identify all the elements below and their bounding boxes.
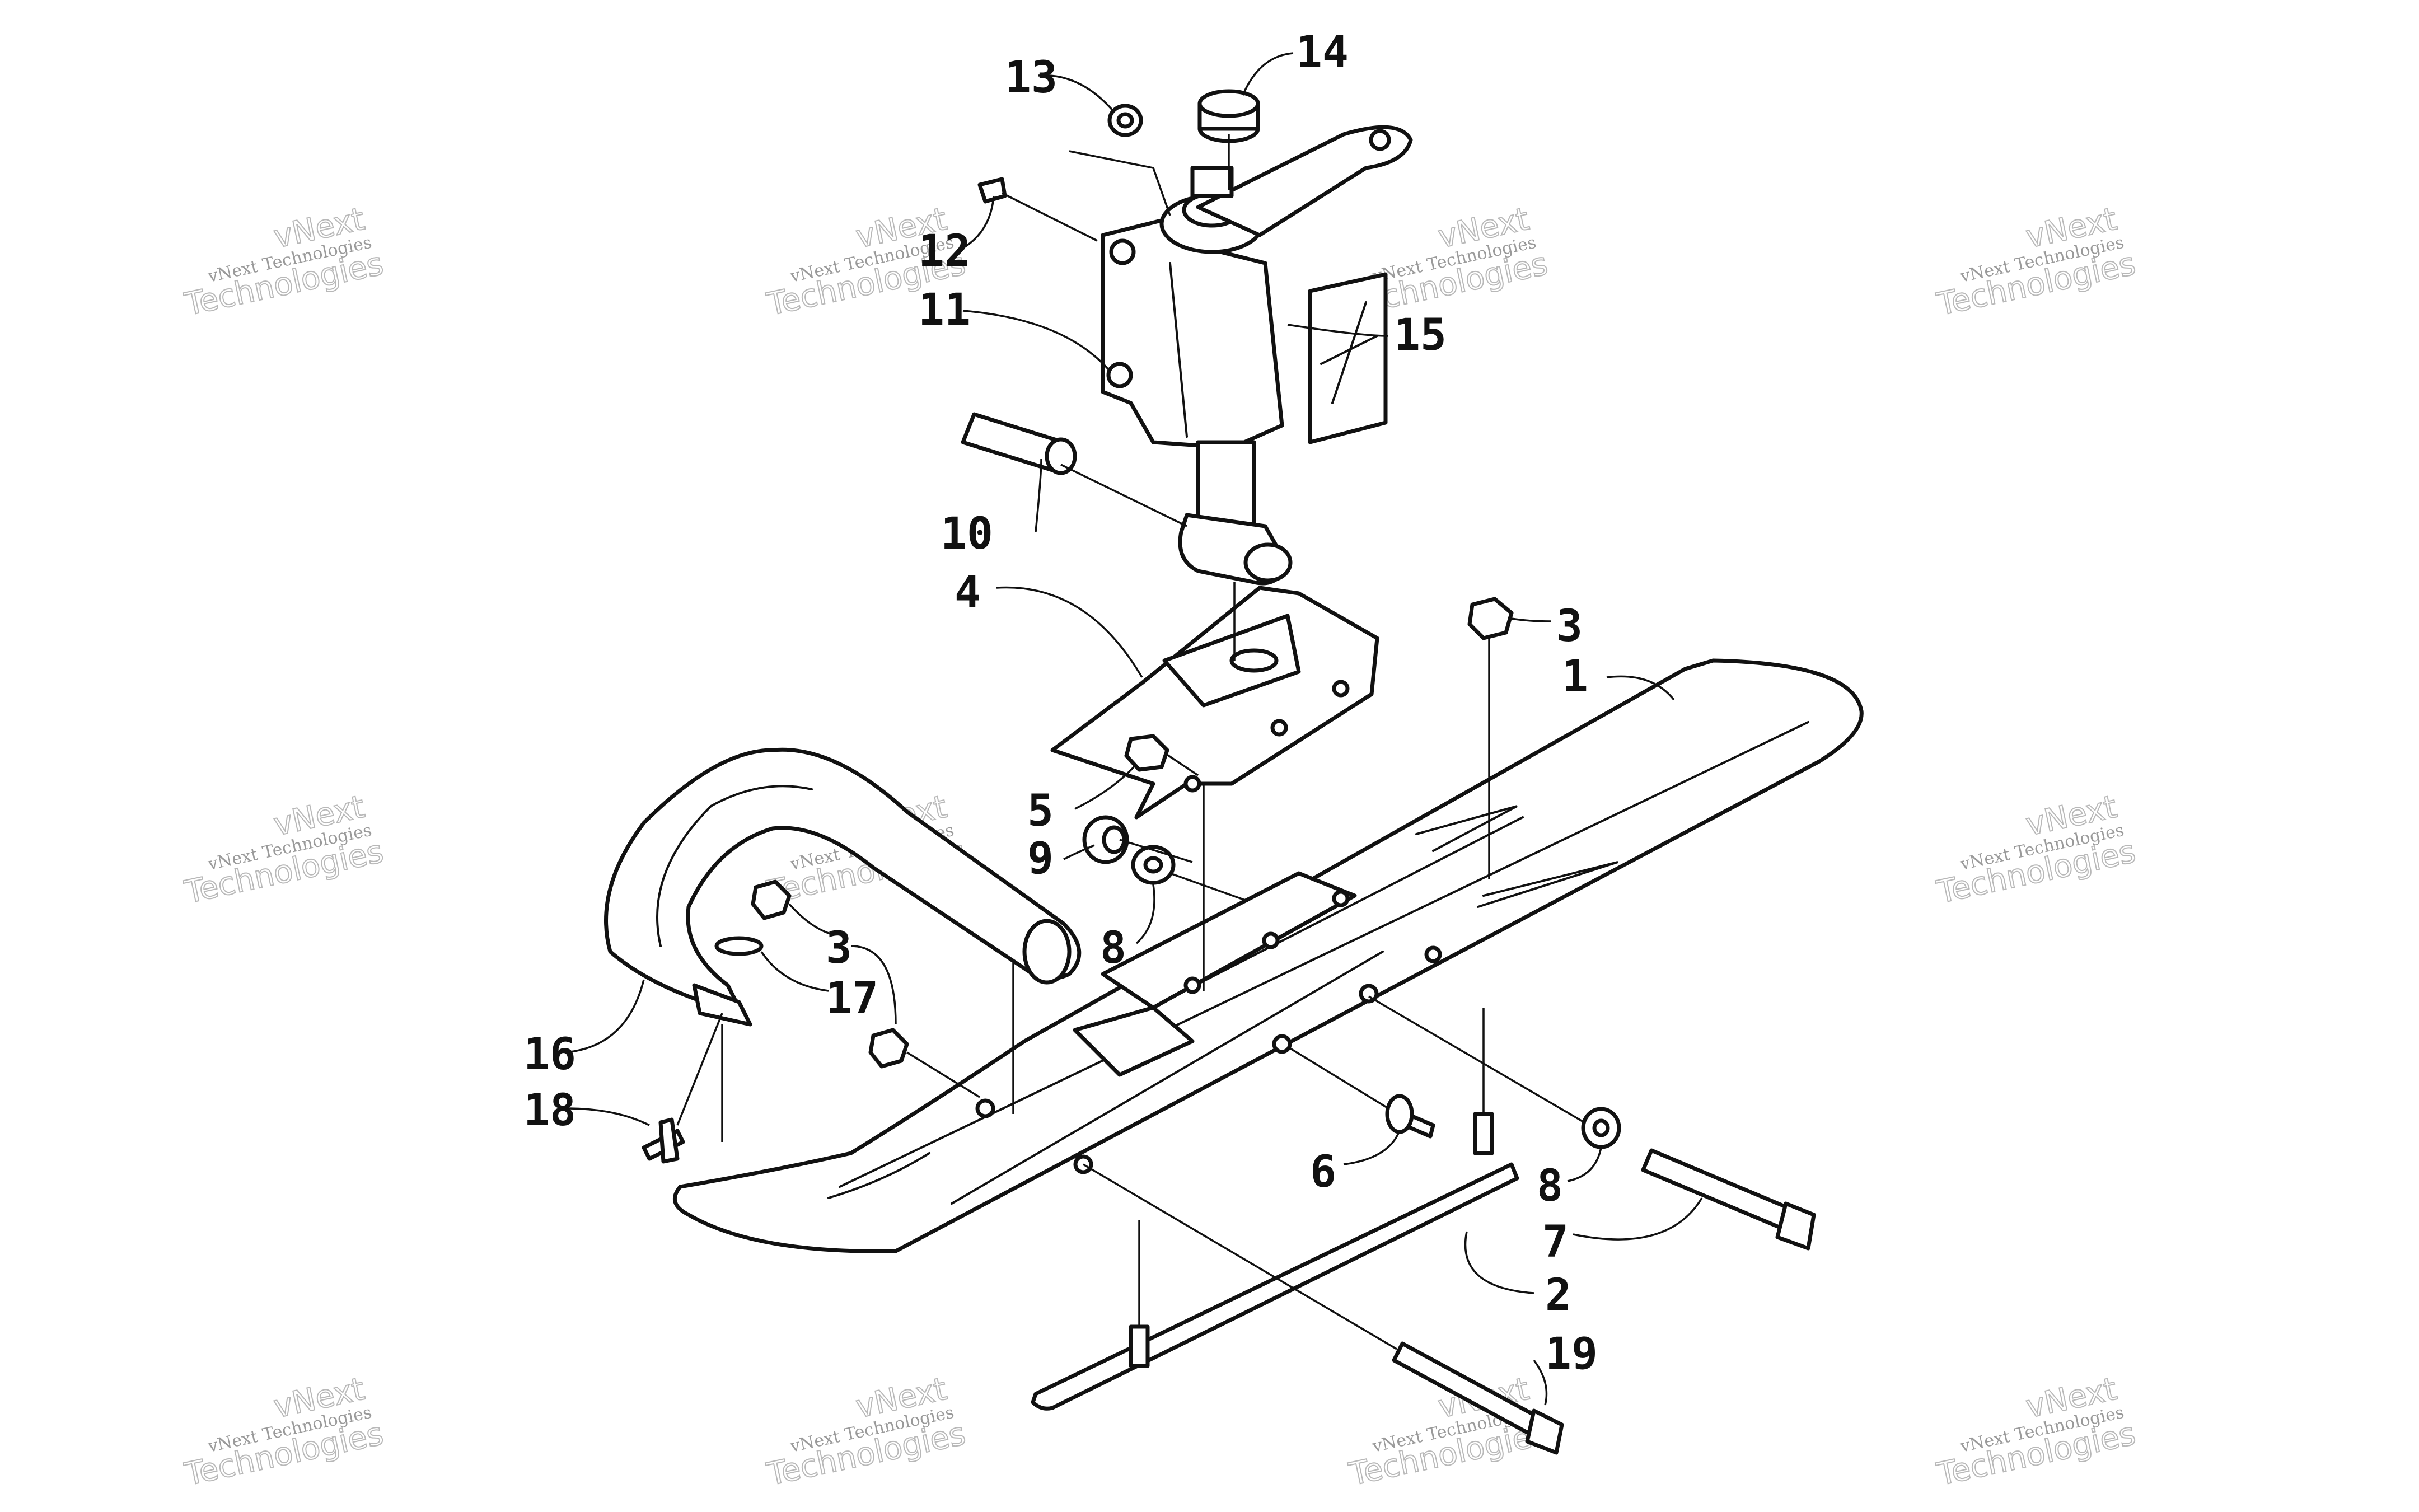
callout-2: 2	[1545, 1270, 1571, 1321]
callout-9: 9	[1027, 834, 1054, 884]
callout-15: 15	[1394, 310, 1447, 361]
callout-3-left: 3	[826, 923, 852, 973]
callout-18: 18	[523, 1085, 576, 1136]
callout-3-top: 3	[1556, 601, 1583, 652]
cap-part	[1197, 89, 1260, 143]
callout-8-right: 8	[1537, 1161, 1563, 1211]
callout-6: 6	[1310, 1147, 1336, 1197]
washer-13-part	[1107, 104, 1143, 137]
saddle-part	[1050, 586, 1379, 820]
callout-12: 12	[918, 226, 971, 277]
callout-5: 5	[1027, 786, 1054, 836]
callout-8-left: 8	[1100, 923, 1126, 973]
wear-bar-part	[1031, 1112, 1519, 1411]
callout-11: 11	[918, 285, 971, 335]
grease-fitting-part	[977, 177, 1007, 204]
callout-13: 13	[1005, 53, 1058, 103]
spindle-shaft-part	[1178, 440, 1293, 586]
callout-4: 4	[955, 568, 981, 618]
callout-labels: 1 2 3 3 4 5 6 7 8 8 9 10 11 12 13 14 15 …	[523, 27, 1598, 1379]
callout-1: 1	[1562, 652, 1588, 702]
callout-14: 14	[1296, 27, 1349, 78]
callout-16: 16	[523, 1029, 576, 1080]
callout-10: 10	[941, 509, 993, 559]
decal-part	[1308, 272, 1388, 444]
leader-lines	[565, 52, 1703, 1406]
bushing-part	[961, 412, 1077, 475]
hardware-parts	[642, 597, 1816, 1455]
callout-17: 17	[826, 973, 878, 1024]
callout-7: 7	[1542, 1217, 1569, 1267]
ski-body-part	[673, 658, 1864, 1253]
ski-loop-part	[604, 747, 1082, 1027]
callout-19: 19	[1545, 1329, 1598, 1379]
spindle-housing-part	[1101, 125, 1413, 450]
